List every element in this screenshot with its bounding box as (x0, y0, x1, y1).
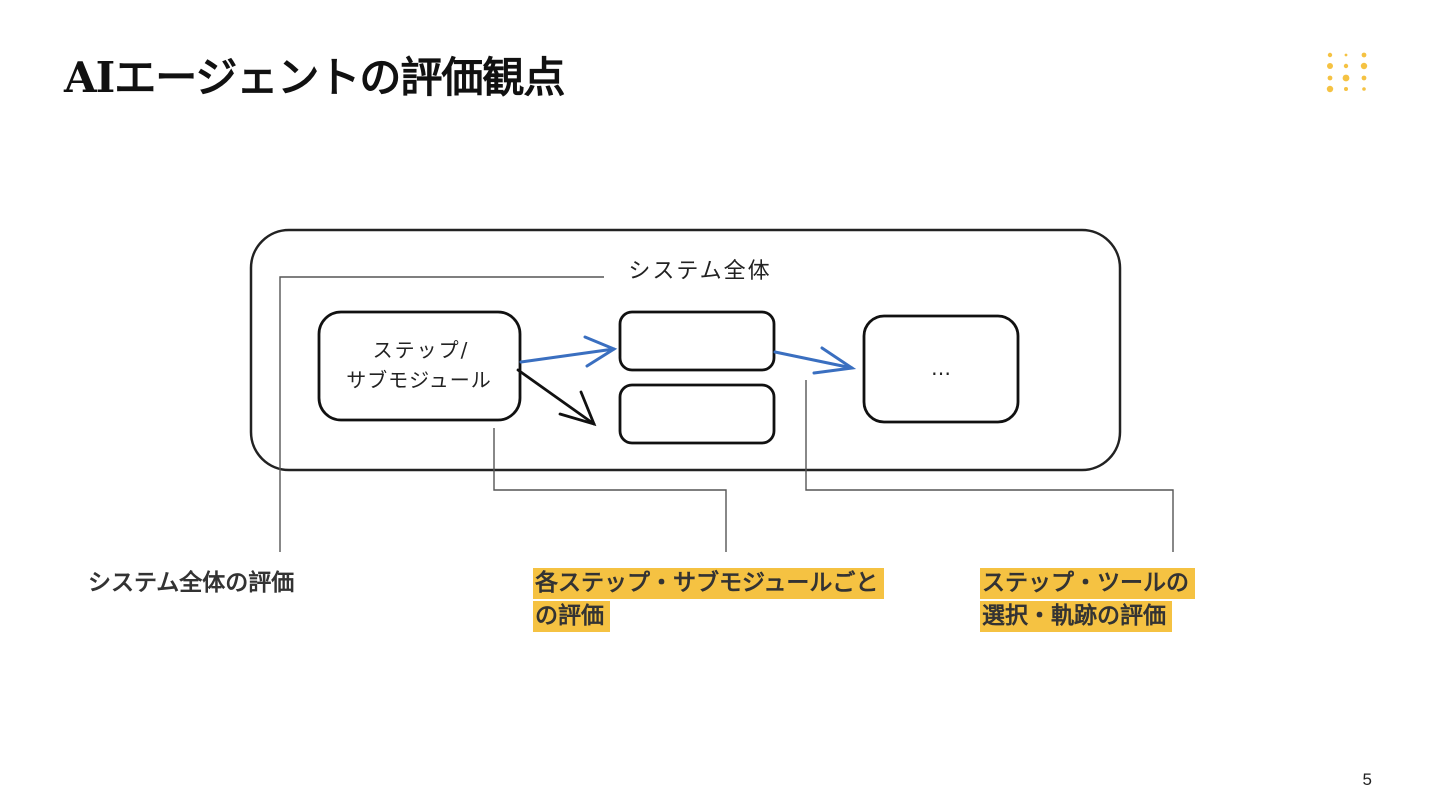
middle-step-box-bottom (618, 383, 776, 445)
slide-title: AIエージェントの評価観点 (64, 53, 565, 102)
trajectory-evaluation-caption: ステップ・ツールの 選択・軌跡の評価 (980, 568, 1195, 634)
step-submodule-box (317, 310, 522, 422)
caption-connectors (279, 276, 1174, 552)
blue-arrow-to-top-box (519, 335, 618, 368)
ellipsis-box-label: … (931, 356, 951, 380)
step-connector-line (493, 428, 727, 552)
system-connector-line (279, 276, 604, 552)
system-container (249, 228, 1122, 472)
step-evaluation-caption: 各ステップ・サブモジュールごと の評価 (533, 568, 885, 634)
black-arrow-to-bottom-box (516, 368, 597, 427)
step-evaluation-line1: 各ステップ・サブモジュールごと (533, 568, 885, 599)
system-evaluation-caption: システム全体の評価 (88, 568, 294, 599)
step-box-label-line1: ステップ/ (373, 338, 470, 362)
trajectory-evaluation-line1: ステップ・ツールの (980, 568, 1195, 599)
step-evaluation-line2: の評価 (533, 601, 610, 632)
trajectory-evaluation-line2: 選択・軌跡の評価 (980, 601, 1172, 632)
ellipsis-box (862, 314, 1020, 424)
step-box-label-line2: サブモジュール (346, 368, 492, 392)
system-evaluation-text: システム全体の評価 (88, 570, 295, 596)
page-number: 5 (1362, 770, 1372, 789)
yellow-dot-grid-logo-icon (1326, 52, 1368, 93)
middle-step-box-top (618, 310, 776, 372)
trajectory-connector-line (805, 380, 1174, 552)
blue-arrow-to-ellipsis-box (773, 346, 857, 375)
system-label: システム全体 (628, 259, 771, 284)
